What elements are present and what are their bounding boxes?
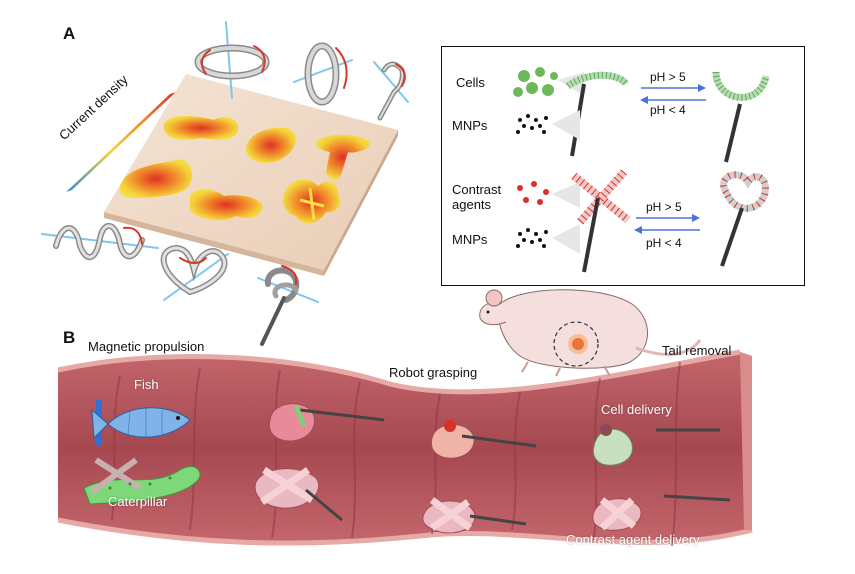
label-caterpillar: Caterpillar [108,494,168,509]
mnps-dots-top [516,114,548,134]
label-tail-removal: Tail removal [662,343,732,358]
inset-top-forward: pH > 5 [650,70,686,84]
cells-dots [513,67,558,97]
grasp-scene-1 [254,403,385,522]
label-magnetic-propulsion: Magnetic propulsion [88,339,205,354]
panel-b-letter: B [63,328,76,347]
label-robot-grasping: Robot grasping [389,365,478,380]
inset-mnps-label-bottom: MNPs [452,232,488,247]
ribbon-actuators [41,21,409,346]
panel-a-letter: A [63,24,76,43]
fish-robot [91,400,191,446]
inset-bottom-backward: pH < 4 [646,236,682,250]
inset-box [441,46,805,286]
heatmap-shapes [119,116,371,224]
inset-contrast-label: Contrast agents [452,182,502,212]
contrast-dots [517,181,549,205]
inset-cells-label: Cells [456,75,485,90]
delivery-scene [592,424,731,531]
inset-mnps-label-top: MNPs [452,118,488,133]
intestine-tissue [57,349,753,547]
caterpillar-robot [83,457,201,505]
inset-bottom-forward: pH > 5 [646,200,682,214]
label-contrast-agent-delivery: Contrast agent delivery [566,532,700,547]
label-cell-delivery: Cell delivery [601,402,672,417]
mouse-illustration [479,289,702,377]
current-density-bar [66,92,176,192]
inset-top-backward: pH < 4 [650,103,686,117]
label-fish: Fish [134,377,159,392]
grasp-scene-2 [422,420,537,534]
mnps-dots-bottom [516,228,548,248]
